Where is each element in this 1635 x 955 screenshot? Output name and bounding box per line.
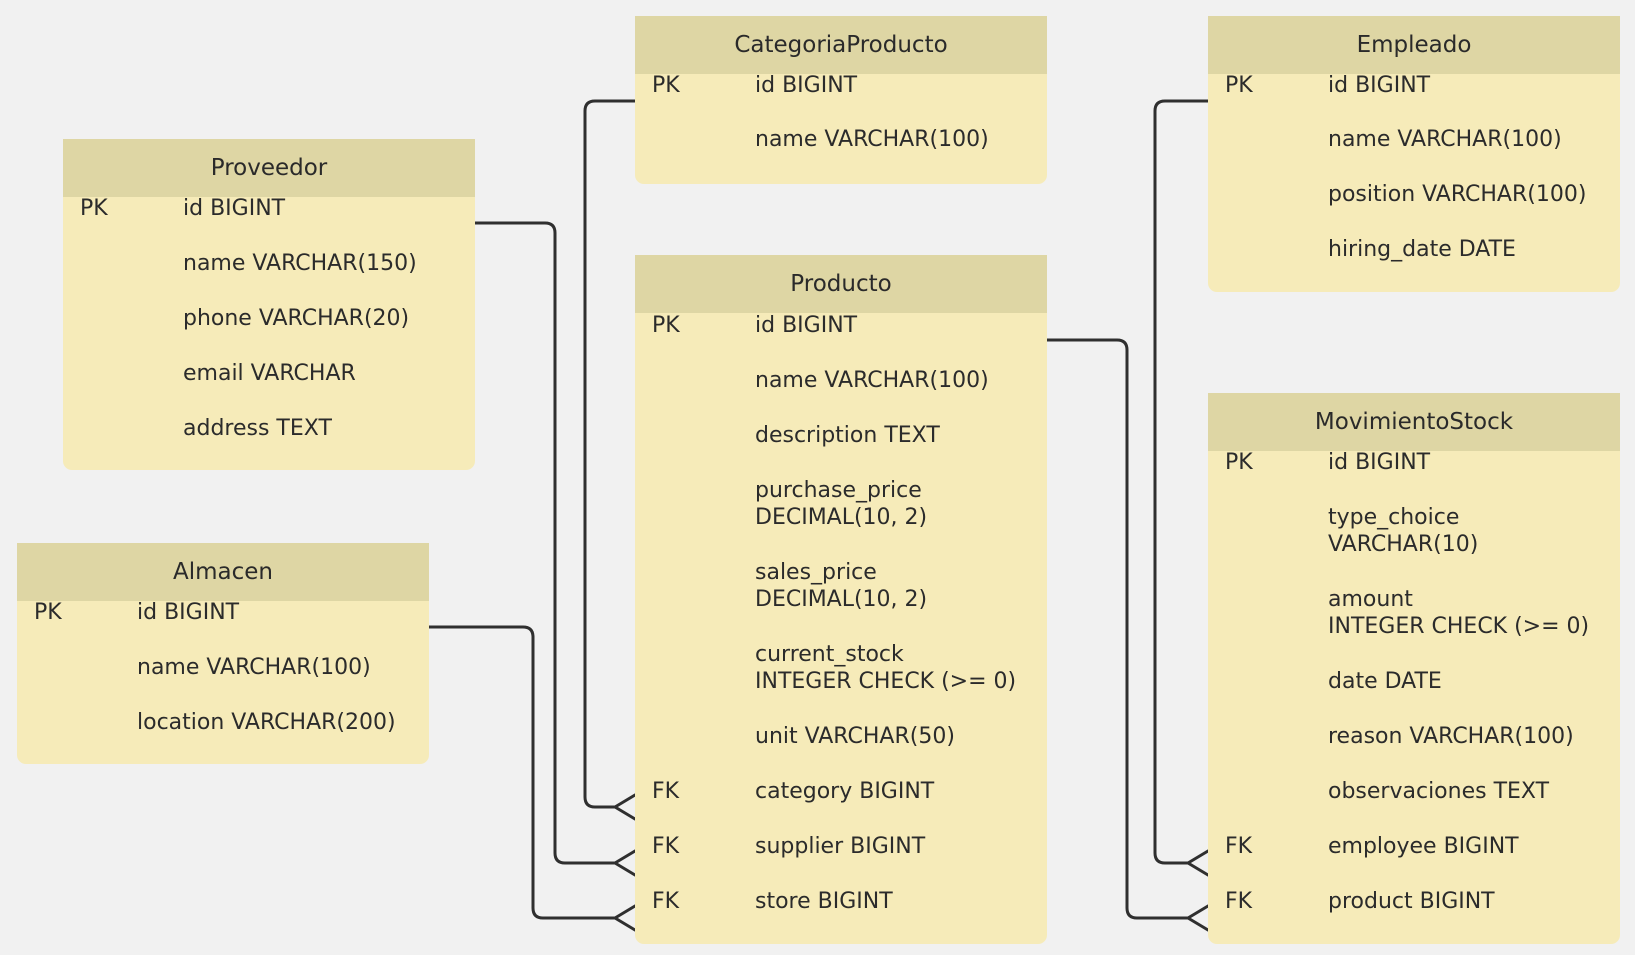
attribute-definition: id BIGINT: [183, 196, 286, 221]
entity-empleado[interactable]: Empleado PK id BIGINT name VARCHAR(100) pos…: [1208, 16, 1620, 292]
relationship-categoria-producto: [583, 99, 637, 821]
attribute-definition: purchase_price DECIMAL(10, 2): [755, 478, 928, 530]
attribute-definition: location VARCHAR(200): [137, 710, 396, 735]
entity-title: Proveedor: [63, 139, 475, 197]
attribute-definition: type_choice VARCHAR(10): [1328, 505, 1479, 557]
entity-title: CategoriaProducto: [635, 16, 1047, 74]
attribute-definition: description TEXT: [755, 423, 940, 448]
attribute-definition: id BIGINT: [1328, 450, 1431, 475]
entity-producto[interactable]: Producto PK id BIGINT name VARCHAR(100) des…: [635, 255, 1047, 944]
attribute-definition: current_stock INTEGER CHECK (>= 0): [755, 642, 1017, 694]
entity-proveedor[interactable]: Proveedor PK id BIGINT name VARCHAR(150) ph…: [63, 139, 475, 470]
attribute-definition: phone VARCHAR(20): [183, 306, 410, 331]
attribute-key: FK: [652, 889, 680, 914]
entity-almacen[interactable]: Almacen PK id BIGINT name VARCHAR(100) loca…: [17, 543, 429, 764]
attribute-definition: observaciones TEXT: [1328, 779, 1550, 804]
attribute-key: PK: [1225, 450, 1253, 475]
attribute-definition: name VARCHAR(100): [137, 655, 371, 680]
attribute-key: PK: [34, 600, 62, 625]
attribute-definition: amount INTEGER CHECK (>= 0): [1328, 587, 1590, 639]
attribute-key: PK: [1225, 73, 1253, 98]
attribute-definition: store BIGINT: [755, 889, 893, 914]
attribute-definition: supplier BIGINT: [755, 834, 926, 859]
attribute-definition: hiring_date DATE: [1328, 237, 1516, 262]
entity-title: Producto: [635, 255, 1047, 313]
attribute-definition: address TEXT: [183, 416, 332, 441]
attribute-definition: email VARCHAR: [183, 361, 356, 386]
attribute-definition: id BIGINT: [755, 73, 858, 98]
attribute-key: FK: [652, 834, 680, 859]
attribute-definition: name VARCHAR(100): [1328, 127, 1562, 152]
attribute-key: PK: [652, 313, 680, 338]
attribute-key: PK: [80, 196, 108, 221]
attribute-definition: position VARCHAR(100): [1328, 182, 1587, 207]
attribute-definition: name VARCHAR(100): [755, 368, 989, 393]
relationship-proveedor-producto: [473, 221, 637, 877]
attribute-definition: sales_price DECIMAL(10, 2): [755, 560, 928, 612]
attribute-key: FK: [1225, 834, 1253, 859]
relationship-empleado-movimiento: [1153, 99, 1210, 877]
attribute-key: FK: [652, 779, 680, 804]
attribute-definition: date DATE: [1328, 669, 1442, 694]
attribute-definition: reason VARCHAR(100): [1328, 724, 1574, 749]
attribute-definition: product BIGINT: [1328, 889, 1495, 914]
entity-movimiento-stock[interactable]: MovimientoStock PK id BIGINT type_choice V…: [1208, 393, 1620, 944]
attribute-definition: id BIGINT: [1328, 73, 1431, 98]
entity-title: MovimientoStock: [1208, 393, 1620, 451]
relationship-almacen-producto: [427, 625, 637, 932]
entity-title: Almacen: [17, 543, 429, 601]
entity-categoria-producto[interactable]: CategoriaProducto PK id BIGINT name VARCHA…: [635, 16, 1047, 184]
attribute-key: FK: [1225, 889, 1253, 914]
entity-title: Empleado: [1208, 16, 1620, 74]
attribute-definition: category BIGINT: [755, 779, 935, 804]
attribute-definition: unit VARCHAR(50): [755, 724, 955, 749]
attribute-definition: id BIGINT: [137, 600, 240, 625]
attribute-definition: name VARCHAR(100): [755, 127, 989, 152]
attribute-definition: id BIGINT: [755, 313, 858, 338]
attribute-definition: employee BIGINT: [1328, 834, 1519, 859]
attribute-key: PK: [652, 73, 680, 98]
attribute-definition: name VARCHAR(150): [183, 251, 417, 276]
relationship-producto-movimiento: [1045, 338, 1210, 932]
